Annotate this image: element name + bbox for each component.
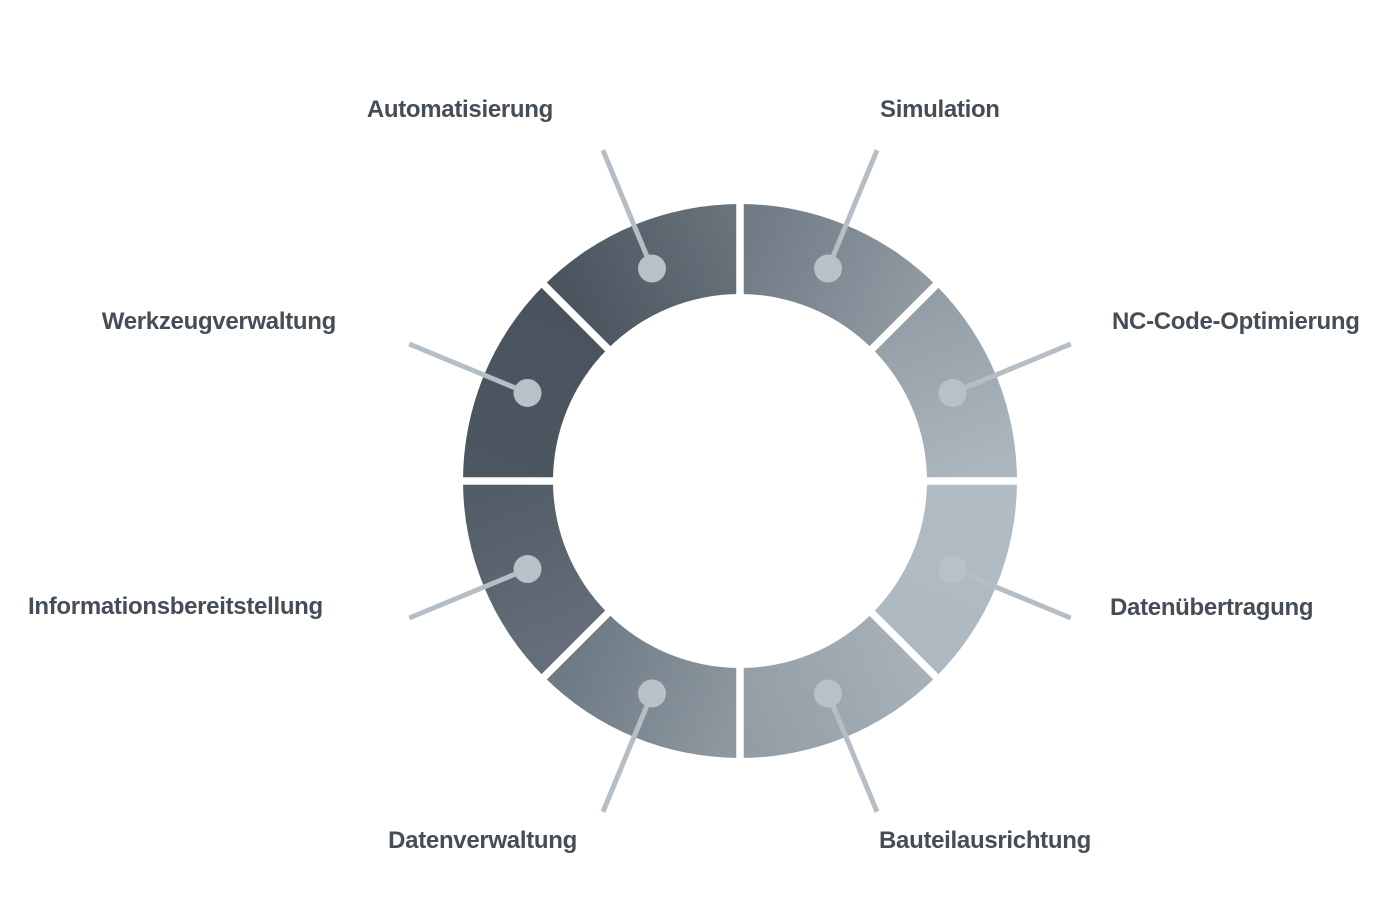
leader-line-datenuebertragung [951,566,1072,621]
segment-label-datenverwaltung: Datenverwaltung [388,827,577,854]
leader-line-informationsbereitstellung [408,566,529,621]
segment-separator [865,606,943,684]
marker-dot-automatisierung [637,254,666,283]
segment-label-nc-code-optimierung: NC-Code-Optimierung [1112,308,1360,335]
marker-dot-datenuebertragung [938,555,967,584]
leader-line-bauteilausrichtung [825,692,880,813]
segment-separator [865,278,943,356]
leader-line-simulation [825,149,880,270]
leader-line-datenverwaltung [600,692,655,813]
marker-dot-datenverwaltung [637,679,666,708]
segment-label-simulation: Simulation [880,96,1000,123]
segment-label-bauteilausrichtung: Bauteilausrichtung [879,827,1091,854]
marker-dot-informationsbereitstellung [513,555,542,584]
leader-line-nc-code-optimierung [951,341,1072,396]
marker-dot-nc-code-optimierung [938,378,967,407]
segment-label-werkzeugverwaltung: Werkzeugverwaltung [101,308,337,335]
segment-separator [537,606,615,684]
leader-line-automatisierung [600,149,655,270]
segment-label-automatisierung: Automatisierung [366,96,553,123]
marker-dot-werkzeugverwaltung [513,378,542,407]
marker-dot-bauteilausrichtung [814,679,843,708]
leader-line-werkzeugverwaltung [408,341,529,396]
segment-label-informationsbereitstellung: Informationsbereitstellung [28,593,323,620]
segment-separator [537,278,615,356]
marker-dot-simulation [814,254,843,283]
segment-label-datenuebertragung: Datenübertragung [1110,594,1314,621]
